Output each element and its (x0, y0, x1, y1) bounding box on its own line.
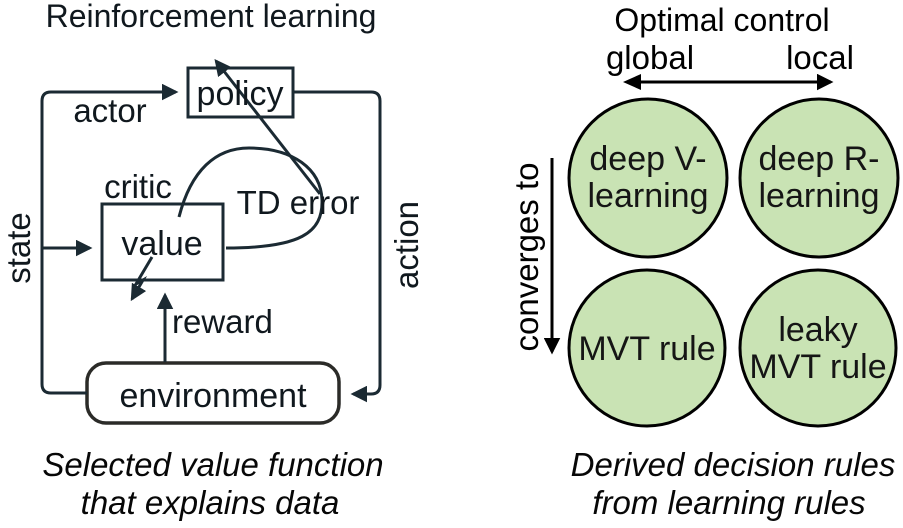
action-label: action (388, 201, 425, 289)
actor-edge-arrow (40, 83, 179, 395)
deep-r-learning-circle (738, 97, 900, 259)
leaky-mvt-rule-label-line2: MVT rule (749, 348, 886, 386)
right-caption-line2: from learning rules (592, 484, 865, 521)
policy-node-label: policy (197, 75, 284, 113)
reward-label: reward (172, 303, 273, 340)
deep-v-learning-label-line2: learning (588, 177, 709, 215)
deep-v-learning-label-line1: deep V- (589, 140, 706, 178)
leaky-mvt-rule-label-line1: leaky (778, 311, 857, 349)
deep-v-learning-circle (567, 97, 729, 259)
actor-label: actor (73, 92, 146, 129)
local-label: local (786, 39, 854, 76)
action-edge-arrow (293, 90, 382, 403)
converges-to-label: converges to (508, 163, 545, 352)
value-node-label: value (121, 225, 202, 263)
leaky-mvt-rule-circle (738, 268, 898, 428)
left-panel-title: Reinforcement learning (46, 0, 377, 34)
td-error-loop-curve (177, 146, 324, 250)
optimal-control-panel: Optimal control global local converges t… (508, 2, 900, 521)
left-caption-line1: Selected value function (42, 446, 383, 483)
value-box (100, 202, 225, 282)
deep-r-learning-label-line2: learning (759, 177, 880, 215)
right-caption-line1: Derived decision rules (571, 446, 896, 483)
deep-r-learning-label-line1: deep R- (759, 140, 880, 178)
environment-node-label: environment (119, 377, 307, 415)
left-caption-line2: that explains data (81, 484, 340, 521)
critic-label: critic (104, 168, 172, 205)
global-label: global (606, 39, 694, 76)
mvt-rule-label: MVT rule (578, 330, 715, 368)
global-arrowhead-icon (623, 74, 641, 90)
state-label: state (0, 212, 37, 284)
policy-box (186, 66, 295, 119)
td-error-label: TD error (237, 184, 360, 221)
right-panel-title: Optimal control (614, 2, 829, 38)
td-error-to-policy-arrow (214, 59, 322, 195)
mvt-rule-circle (567, 268, 727, 428)
reinforcement-learning-panel: Reinforcement learning policy value envi… (0, 0, 425, 521)
td-error-to-value-zigzag-arrow (130, 256, 154, 302)
